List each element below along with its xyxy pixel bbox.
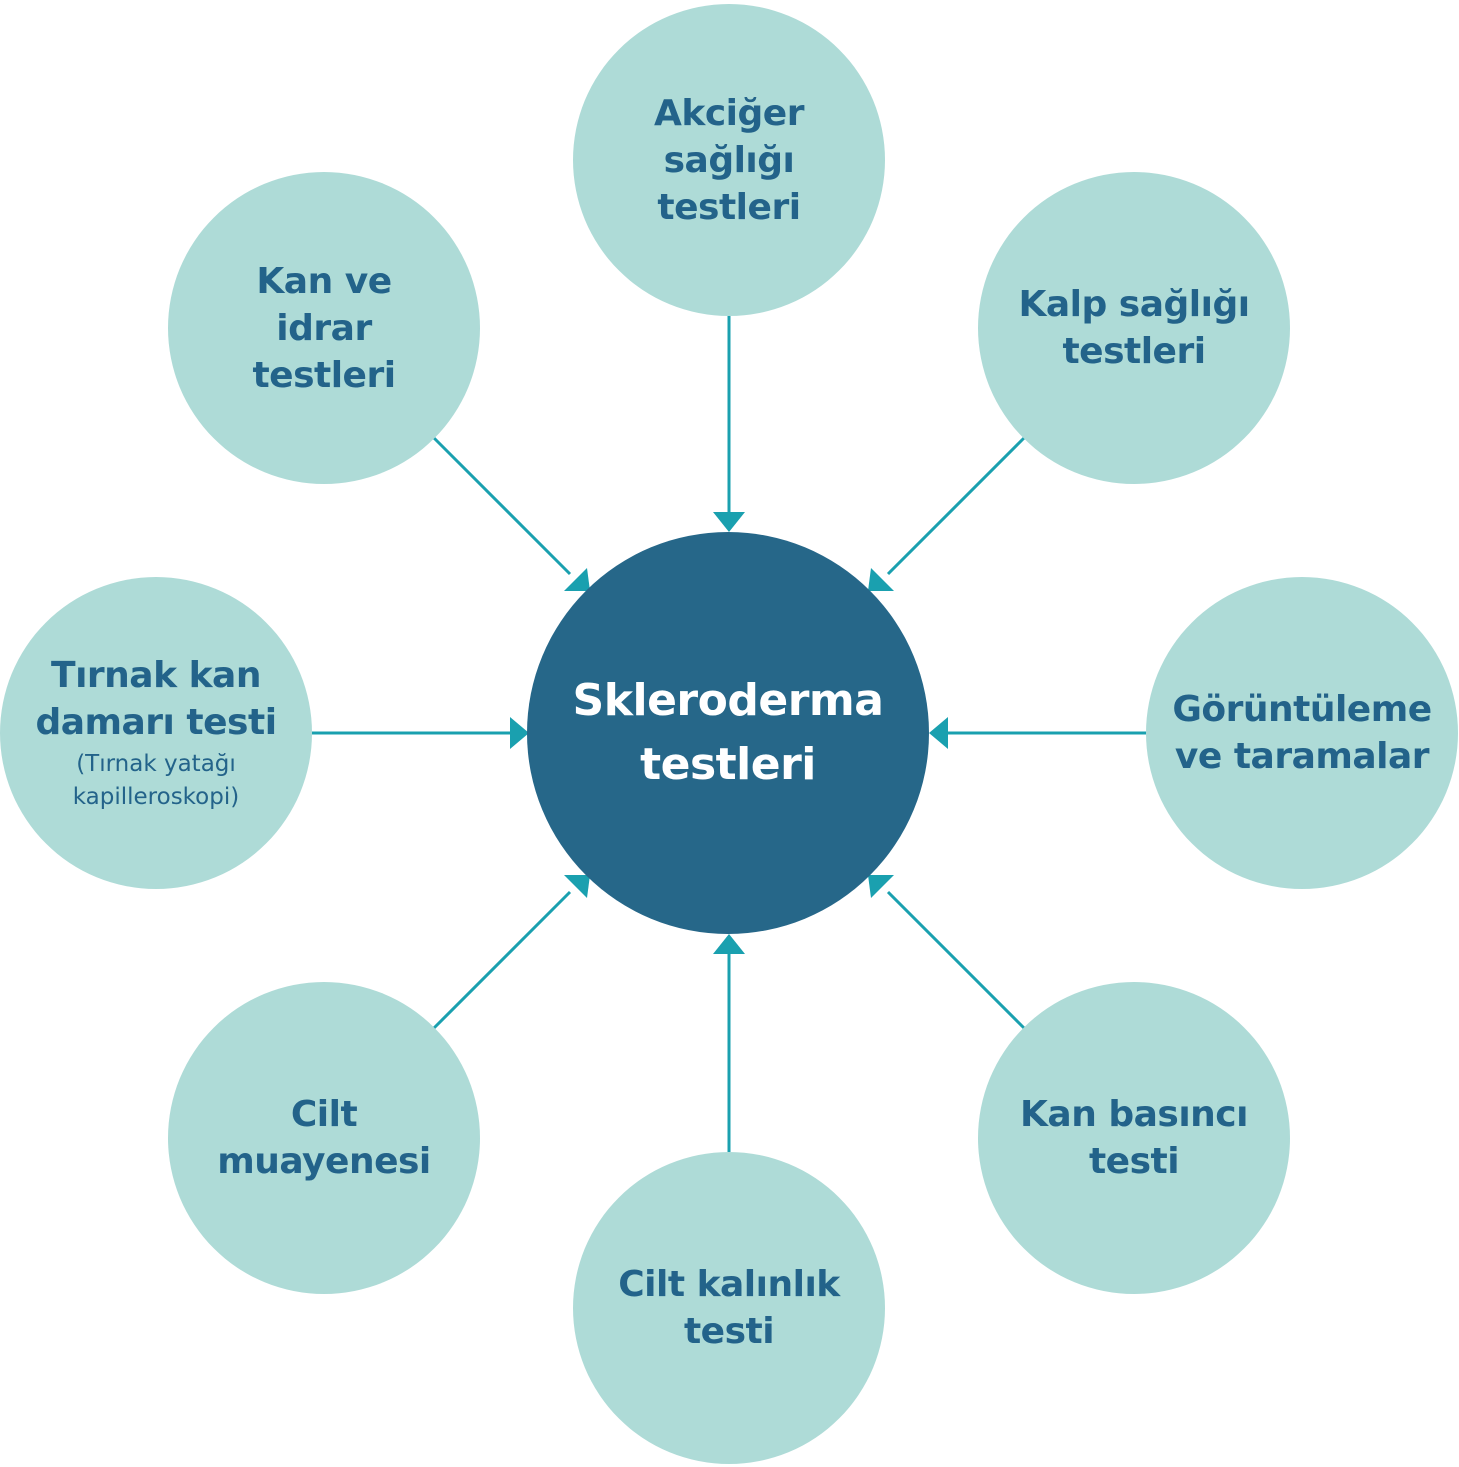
node-blood-pressure-test: Kan basıncı testi [978,982,1290,1294]
node-blood-and-urine-tests: Kan ve idrar testleri [168,172,480,484]
node-label: Kan basıncı testi [1020,1094,1249,1182]
arrow-left-to-center [312,717,529,749]
node-label: Kan ve idrar testleri [252,260,396,396]
arrow-right-to-center [929,717,1146,749]
arrow-top-left-to-center [432,436,590,591]
node-label: Tırnak kan damarı testi [35,655,277,743]
node-imaging-and-scans: Görüntüleme ve taramalar [1146,577,1458,889]
center-node-label: Skleroderma testleri [572,675,884,790]
node-label: Cilt kalınlık testi [618,1264,840,1352]
node-nailfold-capillary-test: Tırnak kan damarı testi (Tırnak yatağı k… [0,577,312,889]
node-label: Cilt muayenesi [217,1094,431,1182]
node-label: Görüntüleme ve taramalar [1172,689,1432,777]
center-node-skleroderma-testleri: Skleroderma testleri [527,532,929,934]
arrow-bottom-right-to-center [868,875,1026,1030]
node-label: Akciğer sağlığı testleri [654,92,804,228]
node-skin-thickness-test: Cilt kalınlık testi [573,1152,885,1464]
arrow-bottom-left-to-center [432,875,590,1030]
node-lung-health-tests: Akciğer sağlığı testleri [573,4,885,316]
arrow-top-right-to-center [868,436,1026,591]
node-skin-examination: Cilt muayenesi [168,982,480,1294]
arrow-top-to-center [713,316,745,532]
node-label: Kalp sağlığı testleri [1018,284,1250,372]
node-heart-health-tests: Kalp sağlığı testleri [978,172,1290,484]
node-sublabel: (Tırnak yatağı kapilleroskopi) [72,751,240,810]
arrow-bottom-to-center [713,934,745,1152]
